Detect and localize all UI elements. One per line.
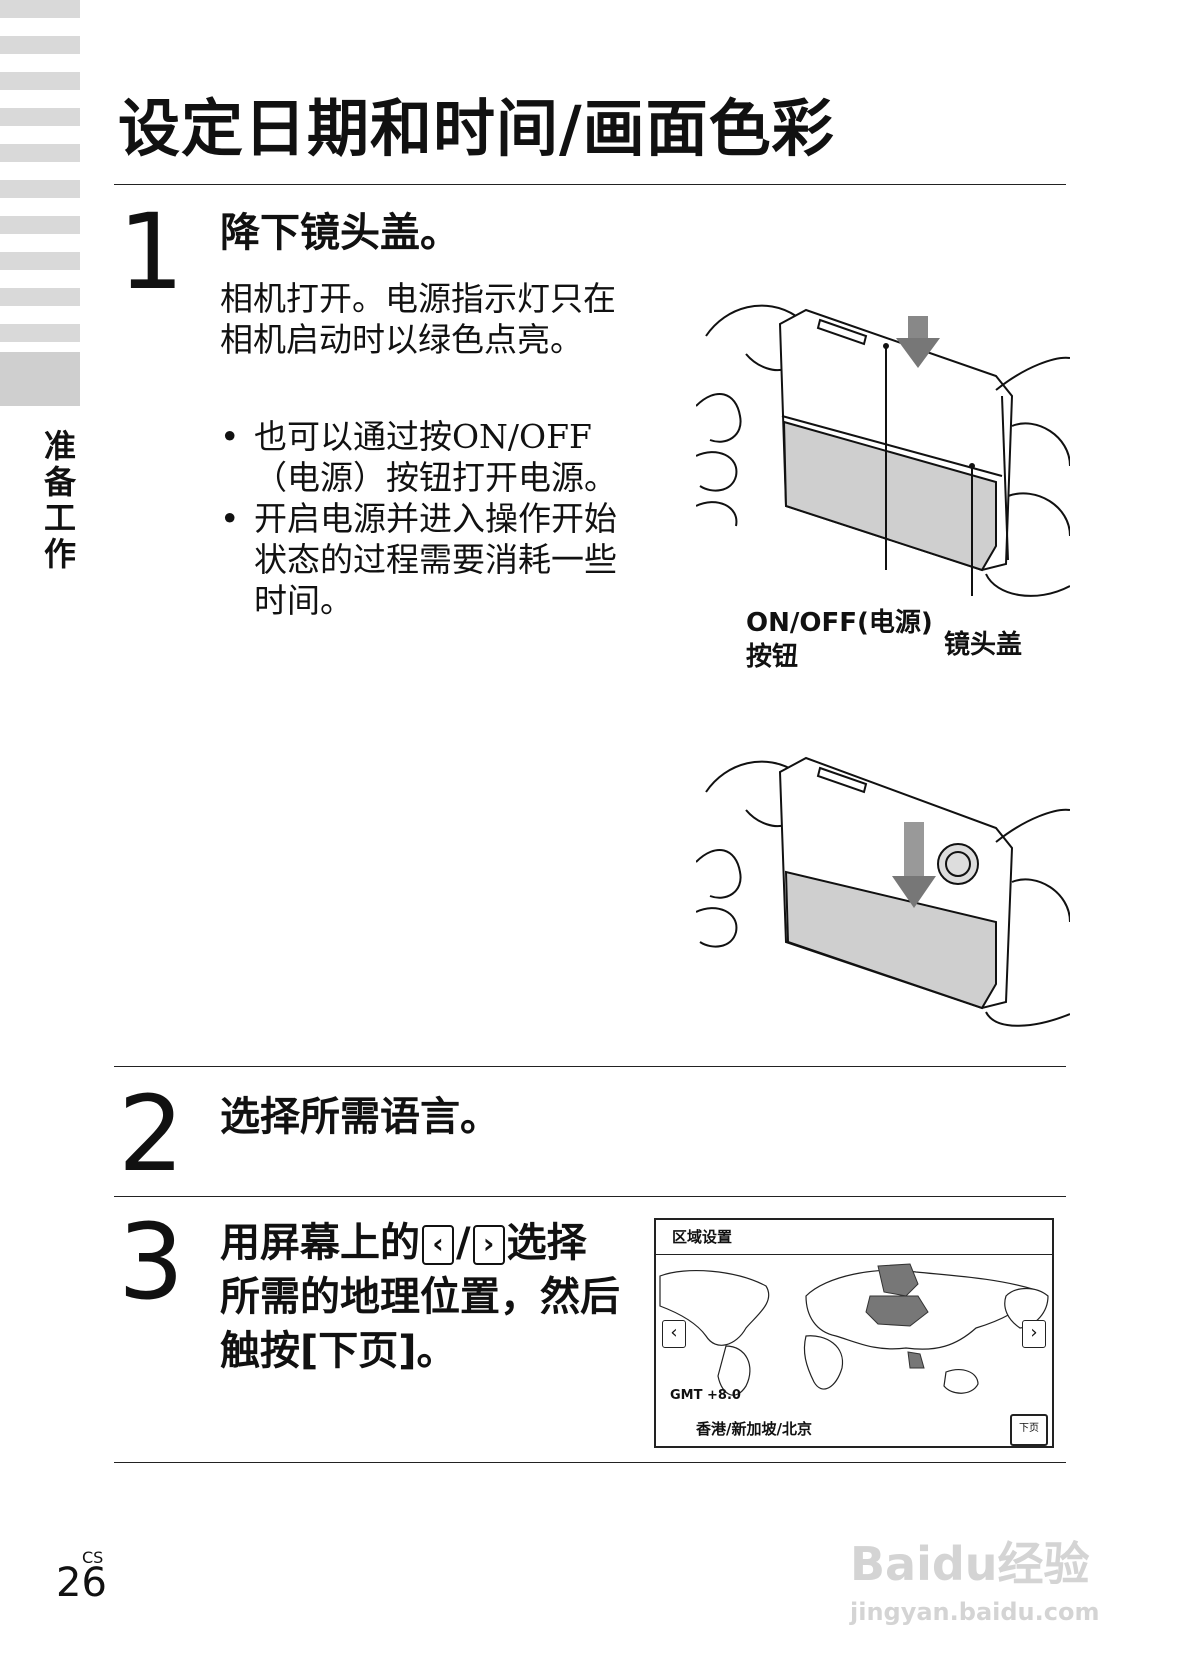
screen-title: 区域设置 — [672, 1228, 733, 1246]
region-name: 香港/新加坡/北京 — [696, 1420, 812, 1438]
right-arrow-key-icon: › — [472, 1225, 505, 1265]
callout-lens-cover: 镜头盖 — [944, 630, 1023, 660]
callout-power-button: ON/OFF(电源) 按钮 — [746, 606, 933, 674]
page-number: 26 — [56, 1560, 107, 1606]
side-tab-stripe — [0, 0, 80, 18]
page-title: 设定日期和时间/画面色彩 — [118, 92, 835, 165]
next-page-button[interactable]: 下页 — [1010, 1414, 1048, 1446]
left-arrow-key-icon: ‹ — [422, 1225, 454, 1265]
callout-text: 按钮 — [746, 642, 799, 672]
heading-text: 选择所需的地理位置，然后触按[下页]。 — [220, 1220, 620, 1374]
side-tab-stripe — [0, 252, 80, 270]
divider — [114, 1066, 1066, 1067]
press-arrow-icon — [896, 316, 940, 368]
heading-text: 用屏幕上的 — [220, 1220, 420, 1266]
section-label: 准备工作 — [43, 427, 76, 573]
step-heading: 用屏幕上的‹/›选择所需的地理位置，然后触按[下页]。 — [220, 1216, 620, 1378]
next-region-button[interactable]: › — [1022, 1320, 1046, 1348]
bullet-icon: • — [220, 417, 240, 456]
bullet-list: • 也可以通过按ON/OFF（电源）按钮打开电源。 • 开启电源并进入操作开始状态的… — [220, 416, 620, 621]
step-body: 相机打开。电源指示灯只在相机启动时以绿色点亮。 — [220, 279, 616, 359]
watermark-logo: Baidu经验 — [850, 1537, 1090, 1591]
bullet-icon: • — [220, 499, 240, 538]
side-tab-active — [0, 352, 80, 406]
language-code: CS — [82, 1548, 104, 1567]
side-tab-stripe — [0, 324, 80, 342]
divider — [114, 1196, 1066, 1197]
step-number: 3 — [118, 1201, 185, 1323]
gmt-offset: GMT +8.0 — [670, 1388, 741, 1403]
step-heading: 降下镜头盖。 — [220, 210, 460, 256]
side-tab-stripe — [0, 288, 80, 306]
bullet-text: 开启电源并进入操作开始状态的过程需要消耗一些时间。 — [254, 499, 617, 620]
previous-region-button[interactable]: ‹ — [662, 1320, 686, 1348]
world-map — [659, 1263, 1049, 1396]
region-setting-screen: 区域设置 ‹ › GMT +8.0 香港/新加坡/北京 下页 — [654, 1218, 1054, 1448]
callout-text: ON/OFF(电源) — [746, 608, 933, 638]
step-number: 1 — [118, 191, 185, 313]
side-tab-stripe — [0, 108, 80, 126]
divider — [114, 184, 1066, 185]
list-item: • 也可以通过按ON/OFF（电源）按钮打开电源。 — [220, 416, 620, 498]
side-tab-stripe — [0, 144, 80, 162]
bullet-text: 也可以通过按ON/OFF（电源）按钮打开电源。 — [254, 417, 617, 497]
slide-down-arrow-icon — [892, 822, 936, 908]
side-tab-stripe — [0, 180, 80, 198]
step-heading: 选择所需语言。 — [220, 1094, 500, 1140]
side-tab-stripe — [0, 36, 80, 54]
watermark-url: jingyan.baidu.com — [850, 1598, 1100, 1626]
side-tab-stripe — [0, 216, 80, 234]
camera-illustration-closed — [696, 304, 1070, 597]
heading-text: / — [456, 1220, 471, 1266]
list-item: • 开启电源并进入操作开始状态的过程需要消耗一些时间。 — [220, 498, 620, 621]
side-tab-stripe — [0, 72, 80, 90]
step-number: 2 — [118, 1073, 185, 1195]
screen-divider — [656, 1254, 1052, 1255]
camera-illustration-opening — [696, 756, 1070, 1027]
divider — [114, 1462, 1066, 1463]
